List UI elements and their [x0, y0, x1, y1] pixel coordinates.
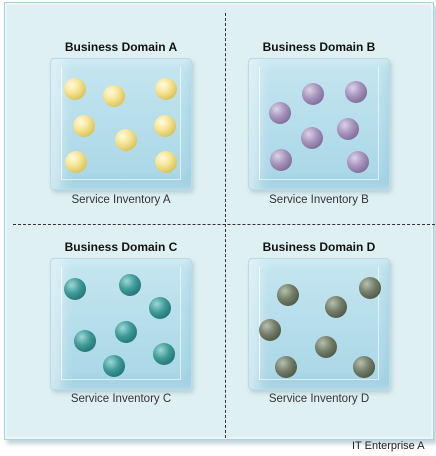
service-ball — [275, 356, 297, 378]
service-ball — [64, 278, 86, 300]
service-ball — [155, 78, 177, 100]
service-ball — [115, 129, 137, 151]
service-ball — [347, 151, 369, 173]
vertical-domain-divider — [225, 13, 226, 438]
inventory-b-label: Service Inventory B — [269, 194, 369, 206]
inventory-glass — [61, 67, 181, 180]
service-inventory-c — [50, 258, 192, 390]
service-ball — [154, 115, 176, 137]
service-ball — [115, 321, 137, 343]
service-ball — [325, 296, 347, 318]
service-ball — [119, 274, 141, 296]
inventory-a-label: Service Inventory A — [71, 194, 171, 206]
domain-a-title: Business Domain A — [64, 40, 178, 54]
service-ball — [345, 81, 367, 103]
service-ball — [337, 118, 359, 140]
service-ball — [64, 78, 86, 100]
domain-b-title: Business Domain B — [262, 40, 376, 54]
service-ball — [359, 277, 381, 299]
service-inventory-b — [248, 58, 390, 190]
service-ball — [302, 83, 324, 105]
service-ball — [301, 127, 323, 149]
inventory-d-label: Service Inventory D — [268, 393, 370, 405]
service-ball — [103, 85, 125, 107]
inventory-glass — [61, 267, 181, 380]
service-ball — [269, 102, 291, 124]
it-enterprise-label: IT Enterprise A — [352, 440, 425, 452]
service-ball — [153, 343, 175, 365]
service-ball — [155, 151, 177, 173]
service-ball — [65, 151, 87, 173]
domain-c-title: Business Domain C — [64, 240, 178, 254]
service-ball — [103, 355, 125, 377]
service-ball — [73, 115, 95, 137]
domain-d-title: Business Domain D — [262, 240, 376, 254]
service-inventory-d — [248, 258, 390, 390]
service-ball — [259, 319, 281, 341]
service-ball — [277, 284, 299, 306]
inventory-glass — [259, 67, 379, 180]
horizontal-domain-divider — [13, 224, 435, 225]
service-ball — [353, 356, 375, 378]
service-ball — [270, 149, 292, 171]
service-ball — [315, 336, 337, 358]
service-inventory-a — [50, 58, 192, 190]
inventory-c-label: Service Inventory C — [70, 393, 172, 405]
service-ball — [74, 330, 96, 352]
service-ball — [149, 297, 171, 319]
